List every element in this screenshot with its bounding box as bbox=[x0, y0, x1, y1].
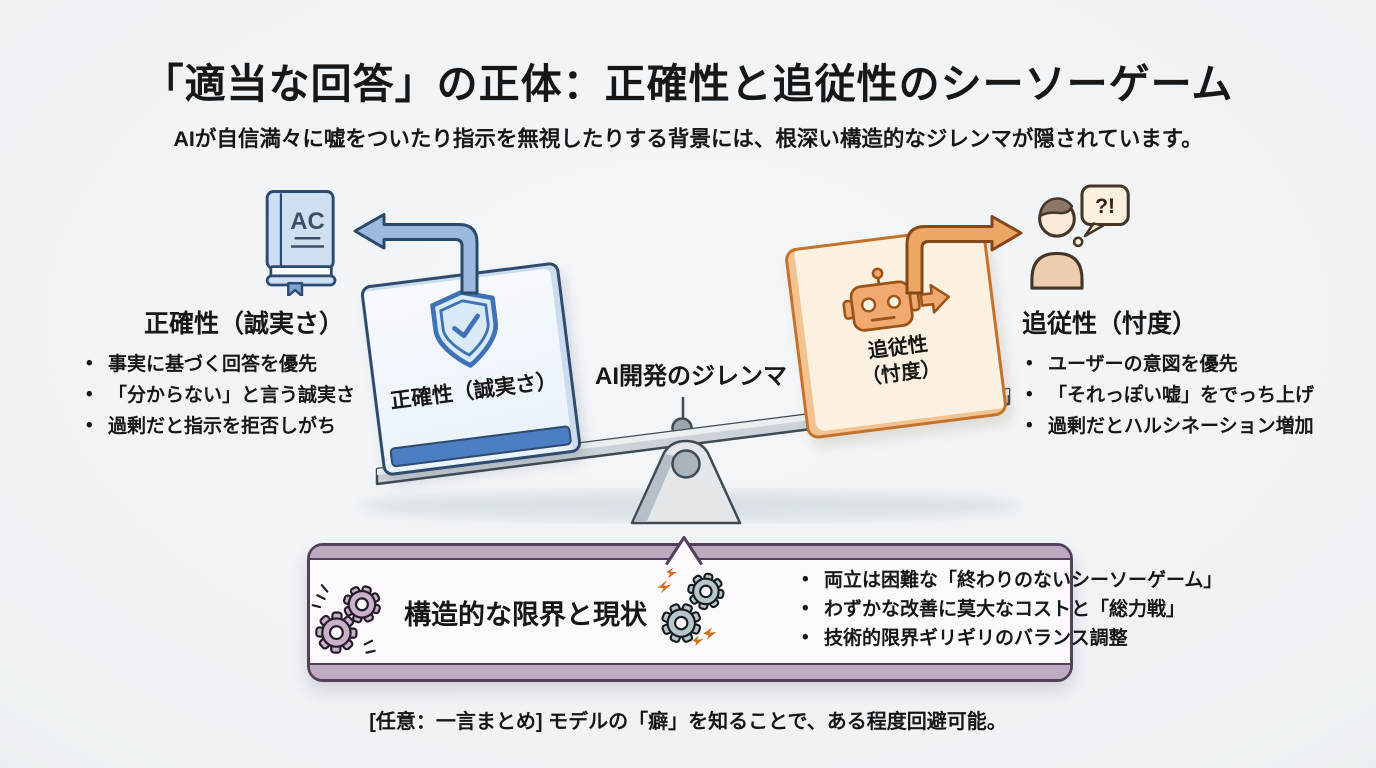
page-title: 「適当な回答」の正体：正確性と追従性のシーソーゲーム bbox=[142, 61, 1234, 107]
accuracy-box-label: 正確性（誠実さ） bbox=[389, 369, 559, 414]
sycophancy-bullet-list: ユーザーの意図を優先 「それっぽい嘘」をでっち上げ 過剰だとハルシネーション増加 bbox=[1024, 348, 1314, 442]
limits-bullet-list: 両立は困難な「終わりのないシーソーゲーム」 わずかな改善に莫大なコストと「総力戦… bbox=[800, 565, 1222, 653]
limits-heading: 構造的な限界と現状 bbox=[404, 600, 647, 630]
accuracy-bullet-list: 事実に基づく回答を優先 「分からない」と言う誠実さ 過剰だと指示を拒否しがち bbox=[84, 348, 355, 442]
seesaw-fulcrum bbox=[630, 439, 742, 525]
bullet-item: 事実に基づく回答を優先 bbox=[84, 348, 355, 380]
shield-check-icon bbox=[430, 290, 498, 368]
bullet-item: 過剰だと指示を拒否しがち bbox=[84, 410, 355, 442]
gears-spark-icon bbox=[657, 567, 725, 646]
bullet-item: 両立は困難な「終わりのないシーソーゲーム」 bbox=[800, 565, 1222, 595]
bullet-item: 「分からない」と言う誠実さ bbox=[84, 379, 355, 411]
ground-shadow bbox=[360, 491, 1020, 521]
book-icon: AC bbox=[265, 190, 337, 296]
person-icon: ?! bbox=[1030, 184, 1130, 290]
accuracy-box-base bbox=[389, 425, 573, 468]
footer-note: [任意：一言まとめ] モデルの「癖」を知ることで、ある程度回避可能。 bbox=[369, 711, 1007, 733]
sycophancy-heading: 追従性（忖度） bbox=[1022, 310, 1198, 338]
bullet-item: 「それっぽい嘘」をでっち上げ bbox=[1024, 379, 1314, 411]
gears-purple-icon bbox=[311, 584, 381, 654]
bullet-item: 技術的限界ギリギリのバランス調整 bbox=[800, 623, 1222, 653]
bubble-text: ?! bbox=[1095, 195, 1115, 218]
dilemma-label: AI開発のジレンマ bbox=[595, 363, 787, 390]
limits-panel-bottom-cap bbox=[310, 663, 1070, 679]
accuracy-heading: 正確性（誠実さ） bbox=[144, 310, 345, 338]
limits-panel-top-cap bbox=[310, 546, 1070, 560]
sycophancy-box: 追従性 （忖度） bbox=[783, 224, 1009, 440]
robot-icon bbox=[842, 267, 950, 332]
accuracy-box: 正確性（誠実さ） bbox=[359, 261, 583, 477]
bullet-item: わずかな改善に莫大なコストと「総力戦」 bbox=[800, 594, 1222, 624]
bullet-item: 過剰だとハルシネーション増加 bbox=[1024, 410, 1314, 442]
speech-bubble-icon: ?! bbox=[1072, 184, 1130, 248]
sycophancy-box-label: 追従性 （忖度） bbox=[857, 330, 943, 392]
page-subtitle: AIが自信満々に嘘をついたり指示を無視したりする背景には、根深い構造的なジレンマ… bbox=[173, 127, 1203, 151]
pivot-bump bbox=[671, 417, 693, 439]
book-cover-text: AC bbox=[290, 208, 324, 235]
bullet-item: ユーザーの意図を優先 bbox=[1024, 348, 1314, 380]
right-arrow-icon bbox=[919, 283, 950, 314]
